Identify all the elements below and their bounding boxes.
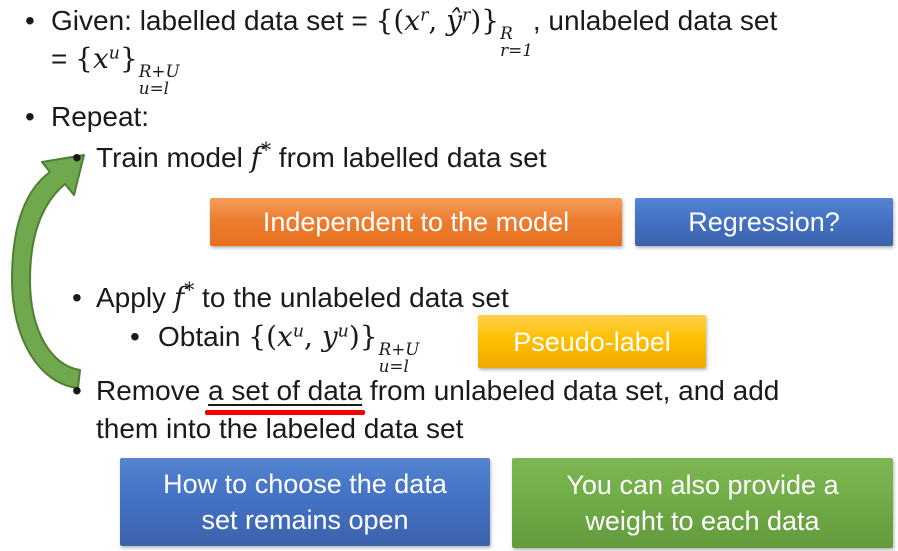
apply-text: Apply f* to the unlabeled data set: [96, 277, 509, 315]
callout-pseudo-label: Pseudo-label: [478, 315, 706, 368]
math-close: )}: [470, 4, 500, 37]
callout-how-to-choose: How to choose the data set remains open: [120, 458, 490, 546]
callout-independent-label: Independent to the model: [262, 207, 570, 237]
math-lower-limit: r=1: [500, 39, 533, 60]
math-eq: =: [51, 43, 76, 74]
bullet-remove-line1: • Remove a set of data from unlabeled da…: [72, 374, 779, 408]
bullet-marker: •: [72, 375, 82, 406]
math-comma: ,: [304, 320, 322, 353]
repeat-text: Repeat:: [51, 101, 150, 132]
remove-prefix: Remove: [96, 375, 209, 406]
remove-line2-text: them into the labeled data set: [96, 413, 464, 444]
bullet-marker: •: [25, 5, 35, 36]
given-suffix: , unlabeled data set: [532, 5, 778, 36]
given-prefix: Given: labelled data set =: [51, 5, 376, 36]
math-comma: ,: [428, 4, 447, 37]
callout-regression: Regression?: [635, 198, 893, 246]
math-sup-u: u: [292, 321, 305, 342]
remove-underlined-phrase: a set of data: [208, 375, 363, 406]
bullet-train: • Train model f* from labelled data set: [72, 137, 547, 175]
bullet-repeat: • Repeat:: [25, 100, 149, 134]
callout-provide-weight: You can also provide a weight to each da…: [512, 458, 893, 548]
math-lower-limit: u=l: [138, 77, 170, 98]
callout-choose-line2: set remains open: [201, 505, 409, 535]
bullet-marker: •: [72, 282, 82, 313]
bullet-marker: •: [130, 321, 140, 352]
callout-weight-line2: weight to each data: [585, 506, 820, 536]
math-sup-u2: u: [337, 321, 349, 342]
math-close: }: [119, 42, 138, 75]
callout-weight-line1: You can also provide a: [566, 470, 839, 500]
math-open: {(: [375, 4, 405, 37]
math-sup-r: r: [420, 5, 429, 26]
callout-independent-model: Independent to the model: [210, 198, 622, 246]
math-star: *: [184, 277, 195, 302]
train-suffix: from labelled data set: [271, 142, 547, 173]
bullet-apply: • Apply f* to the unlabeled data set: [72, 277, 509, 315]
math-var-yhat: ŷ: [446, 4, 463, 37]
math-lower-limit: u=l: [378, 355, 409, 376]
callout-pseudo-label-text: Pseudo-label: [513, 326, 671, 357]
loop-arrow-icon: [0, 140, 110, 400]
bullet-remove-line2: them into the labeled data set: [96, 412, 463, 446]
remove-text: Remove a set of data from unlabeled data…: [96, 374, 779, 408]
bullet-given-line1: • Given: labelled data set = {(xr, ŷr)}R…: [25, 4, 777, 59]
math-star: *: [260, 137, 272, 162]
obtain-prefix: Obtain: [158, 321, 249, 352]
callout-choose-line1: How to choose the data: [163, 469, 447, 499]
apply-suffix: to the unlabeled data set: [194, 282, 509, 313]
math-sup-u: u: [108, 43, 120, 64]
math-var-y: y: [321, 320, 338, 353]
math-open: {: [75, 42, 93, 75]
math-var-f: f: [250, 141, 261, 174]
bullet-marker: •: [72, 142, 82, 173]
math-upper-limit: R+U: [378, 338, 420, 359]
train-text: Train model f* from labelled data set: [96, 137, 547, 175]
math-var-x: x: [277, 320, 293, 353]
math-var-x: x: [92, 42, 109, 75]
apply-prefix: Apply: [96, 282, 174, 313]
callout-regression-label: Regression?: [688, 207, 840, 237]
remove-suffix: from unlabeled data set, and add: [362, 375, 780, 406]
math-sup-r2: r: [462, 5, 471, 26]
train-prefix: Train model: [96, 142, 251, 173]
math-upper-limit: R+U: [138, 60, 180, 81]
math-var-f: f: [173, 281, 185, 314]
math-open: {(: [248, 320, 278, 353]
math-close: )}: [348, 320, 378, 353]
math-upper-limit: R: [500, 22, 513, 43]
math-var-x: x: [404, 4, 421, 37]
bullet-marker: •: [25, 101, 35, 132]
